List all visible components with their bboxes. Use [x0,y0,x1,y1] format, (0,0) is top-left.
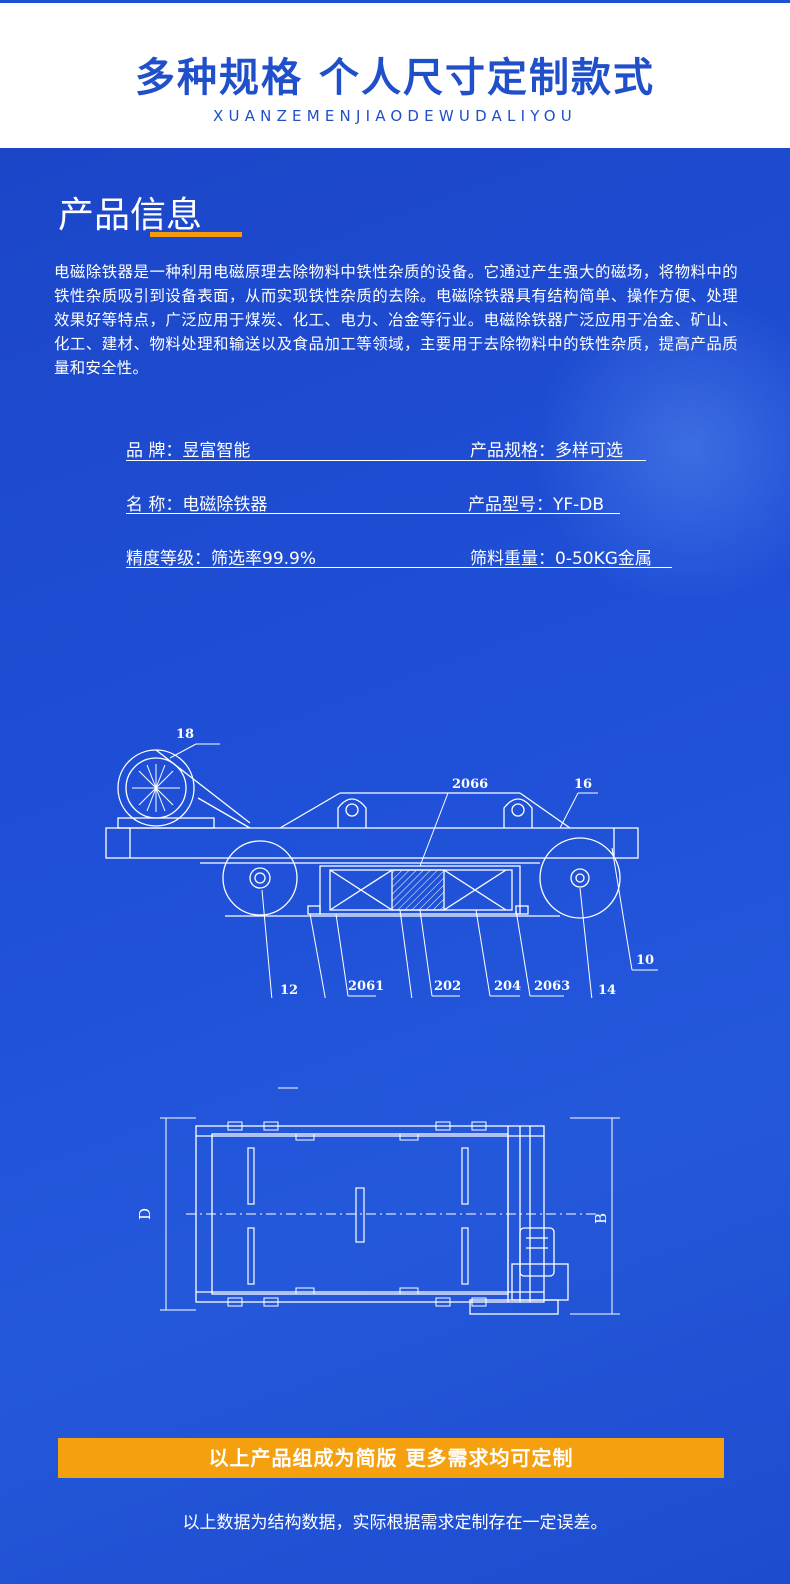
product-description: 电磁除铁器是一种利用电磁原理去除物料中铁性杂质的设备。它通过产生强大的磁场，将物… [54,263,738,377]
spec-name: 名 称：电磁除铁器 [126,495,268,515]
part-label-204: 204 [494,979,521,994]
bearing-right [503,798,533,828]
part-label-12: 12 [280,983,298,998]
leader-lines [169,743,658,998]
bearing-left [337,798,367,828]
motor-base-plate [469,1299,559,1315]
spec-divider [126,460,646,461]
frame-beam [105,827,639,859]
side-view-drawing: 18 2066 16 10 12 2061 202 204 2063 14 20… [105,727,658,998]
section-title-underline [150,232,242,237]
footnote: 以上数据为结构数据，实际根据需求定制存在一定误差。 [182,1513,608,1533]
spec-model: 产品型号：YF-DB [468,495,605,515]
end-drum-left [222,840,298,916]
part-label-14: 14 [598,983,616,998]
page-subtitle: XUANZEMENJIAODEWUDALIYOU [213,107,577,125]
belt-line [155,749,251,824]
part-label-202: 202 [434,979,461,994]
part-label-18: 18 [176,727,194,742]
part-label-2061: 2061 [348,979,384,994]
page-title: 多种规格 个人尺寸定制款式 [135,55,655,101]
page-header: 多种规格 个人尺寸定制款式 XUANZEMENJIAODEWUDALIYOU [0,0,790,148]
dimension-label-b: B [592,1213,610,1224]
motor-body [519,1227,555,1277]
section-title: 产品信息 [58,195,203,236]
part-label-2063: 2063 [534,979,570,994]
part-label-10: 10 [636,953,654,968]
spec-precision: 精度等级：筛选率99.9% [126,549,317,569]
spec-size: 产品规格：多样可选 [470,441,623,461]
belt-line [197,797,251,829]
part-label-16: 16 [574,777,592,792]
spec-brand: 品 牌：昱富智能 [126,441,251,461]
end-drum-right [539,837,621,919]
customization-banner: 以上产品组成为简版 更多需求均可定制 [58,1438,724,1478]
dimension-label-d: D [136,1208,154,1220]
spec-divider [126,513,620,514]
top-view-drawing: D B [136,1087,620,1315]
spec-divider [126,567,672,568]
drum-spokes [132,764,180,812]
background-glow [530,288,790,608]
motor-base [117,817,215,829]
magnet-core [391,869,445,911]
part-label-2065: 2065 [416,997,452,998]
dimension-lines [160,1117,620,1315]
product-info-panel: 产品信息 电磁除铁器是一种利用电磁原理去除物料中铁性杂质的设备。它通过产生强大的… [0,148,790,1584]
part-label-2066: 2066 [452,777,488,792]
spec-weight: 筛料重量：0-50KG金属 [470,549,652,569]
